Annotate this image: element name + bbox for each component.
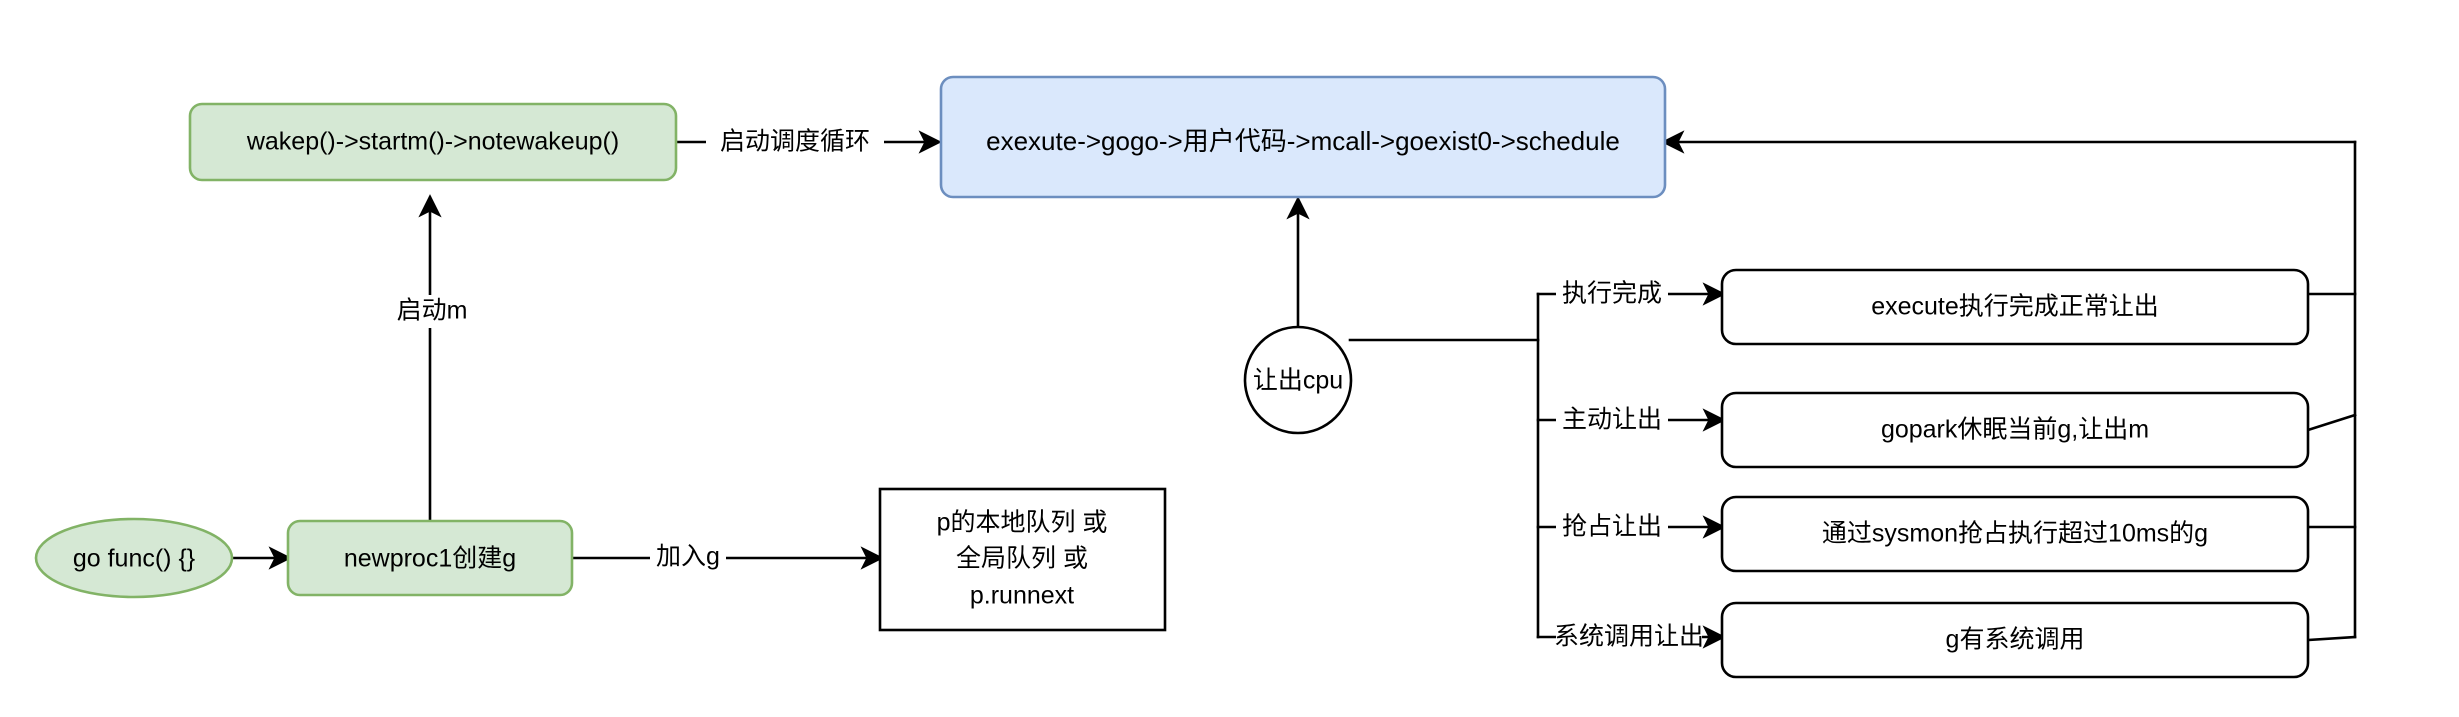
node-outcome-3[interactable]: 通过sysmon抢占执行超过10ms的g — [1720, 495, 2310, 573]
go-func-label: go func() {} — [73, 545, 195, 573]
schedule-box — [939, 75, 1667, 199]
edge-label-branch-4: 系统调用让出 — [1554, 623, 1704, 651]
outcome-2-label: gopark休眠当前g,让出m — [1881, 416, 2149, 444]
outcome-1-label: execute执行完成正常让出 — [1871, 293, 2159, 321]
edge-label-3-bg — [650, 541, 726, 574]
edge-label-branch-3: 抢占让出 — [1562, 513, 1662, 541]
node-schedule[interactable]: exexute->gogo->用户代码->mcall->goexist0->sc… — [939, 75, 1667, 199]
outcome-2-box — [1720, 391, 2310, 469]
outcome-4-box — [1720, 601, 2310, 679]
edge-label-4-bg — [1556, 278, 1668, 311]
outcome-1-box — [1720, 268, 2310, 346]
outcome-4-label: g有系统调用 — [1946, 626, 2085, 654]
node-queue[interactable]: p的本地队列 或 全局队列 或 p.runnext — [878, 487, 1167, 632]
queue-box — [878, 487, 1167, 632]
edge-label-2-bg — [394, 295, 470, 328]
go-func-ellipse — [34, 517, 234, 599]
node-outcome-1[interactable]: execute执行完成正常让出 — [1720, 268, 2310, 346]
edge-label-branch-1: 执行完成 — [1562, 280, 1662, 308]
edge-label-5-bg — [1556, 404, 1668, 437]
schedule-label: exexute->gogo->用户代码->mcall->goexist0->sc… — [986, 126, 1620, 156]
outcome-3-box — [1720, 495, 2310, 573]
yield-cpu-circle — [1243, 325, 1353, 435]
node-wakep[interactable]: wakep()->startm()->notewakeup() — [188, 102, 678, 182]
edge-label-start-m: 启动m — [397, 297, 468, 325]
edge-label-6-bg — [1556, 511, 1668, 544]
newproc1-box — [286, 519, 574, 597]
wakep-box — [188, 102, 678, 182]
node-outcome-2[interactable]: gopark休眠当前g,让出m — [1720, 391, 2310, 469]
edge-outcome-4-to-return — [2306, 635, 2357, 642]
edge-label-1-bg — [706, 126, 884, 159]
edge-label-start-schedule-loop: 启动调度循环 — [720, 128, 870, 156]
edge-label-add-g: 加入g — [656, 543, 720, 571]
edge-label-7-bg — [1556, 621, 1702, 654]
queue-label-line1: p的本地队列 或 — [937, 509, 1108, 537]
wakep-label: wakep()->startm()->notewakeup() — [246, 128, 619, 156]
node-go-func[interactable]: go func() {} — [34, 517, 234, 599]
outcome-3-label: 通过sysmon抢占执行超过10ms的g — [1822, 520, 2208, 548]
queue-label-line2: 全局队列 或 — [956, 545, 1088, 573]
node-yield-cpu[interactable]: 让出cpu — [1243, 325, 1353, 435]
edge-label-branch-2: 主动让出 — [1562, 406, 1662, 434]
newproc1-label: newproc1创建g — [344, 545, 516, 573]
yield-cpu-label: 让出cpu — [1253, 367, 1343, 395]
node-newproc1[interactable]: newproc1创建g — [286, 519, 574, 597]
edge-outcome-2-to-return — [2306, 413, 2357, 432]
queue-label-line3: p.runnext — [970, 582, 1074, 610]
node-outcome-4[interactable]: g有系统调用 — [1720, 601, 2310, 679]
